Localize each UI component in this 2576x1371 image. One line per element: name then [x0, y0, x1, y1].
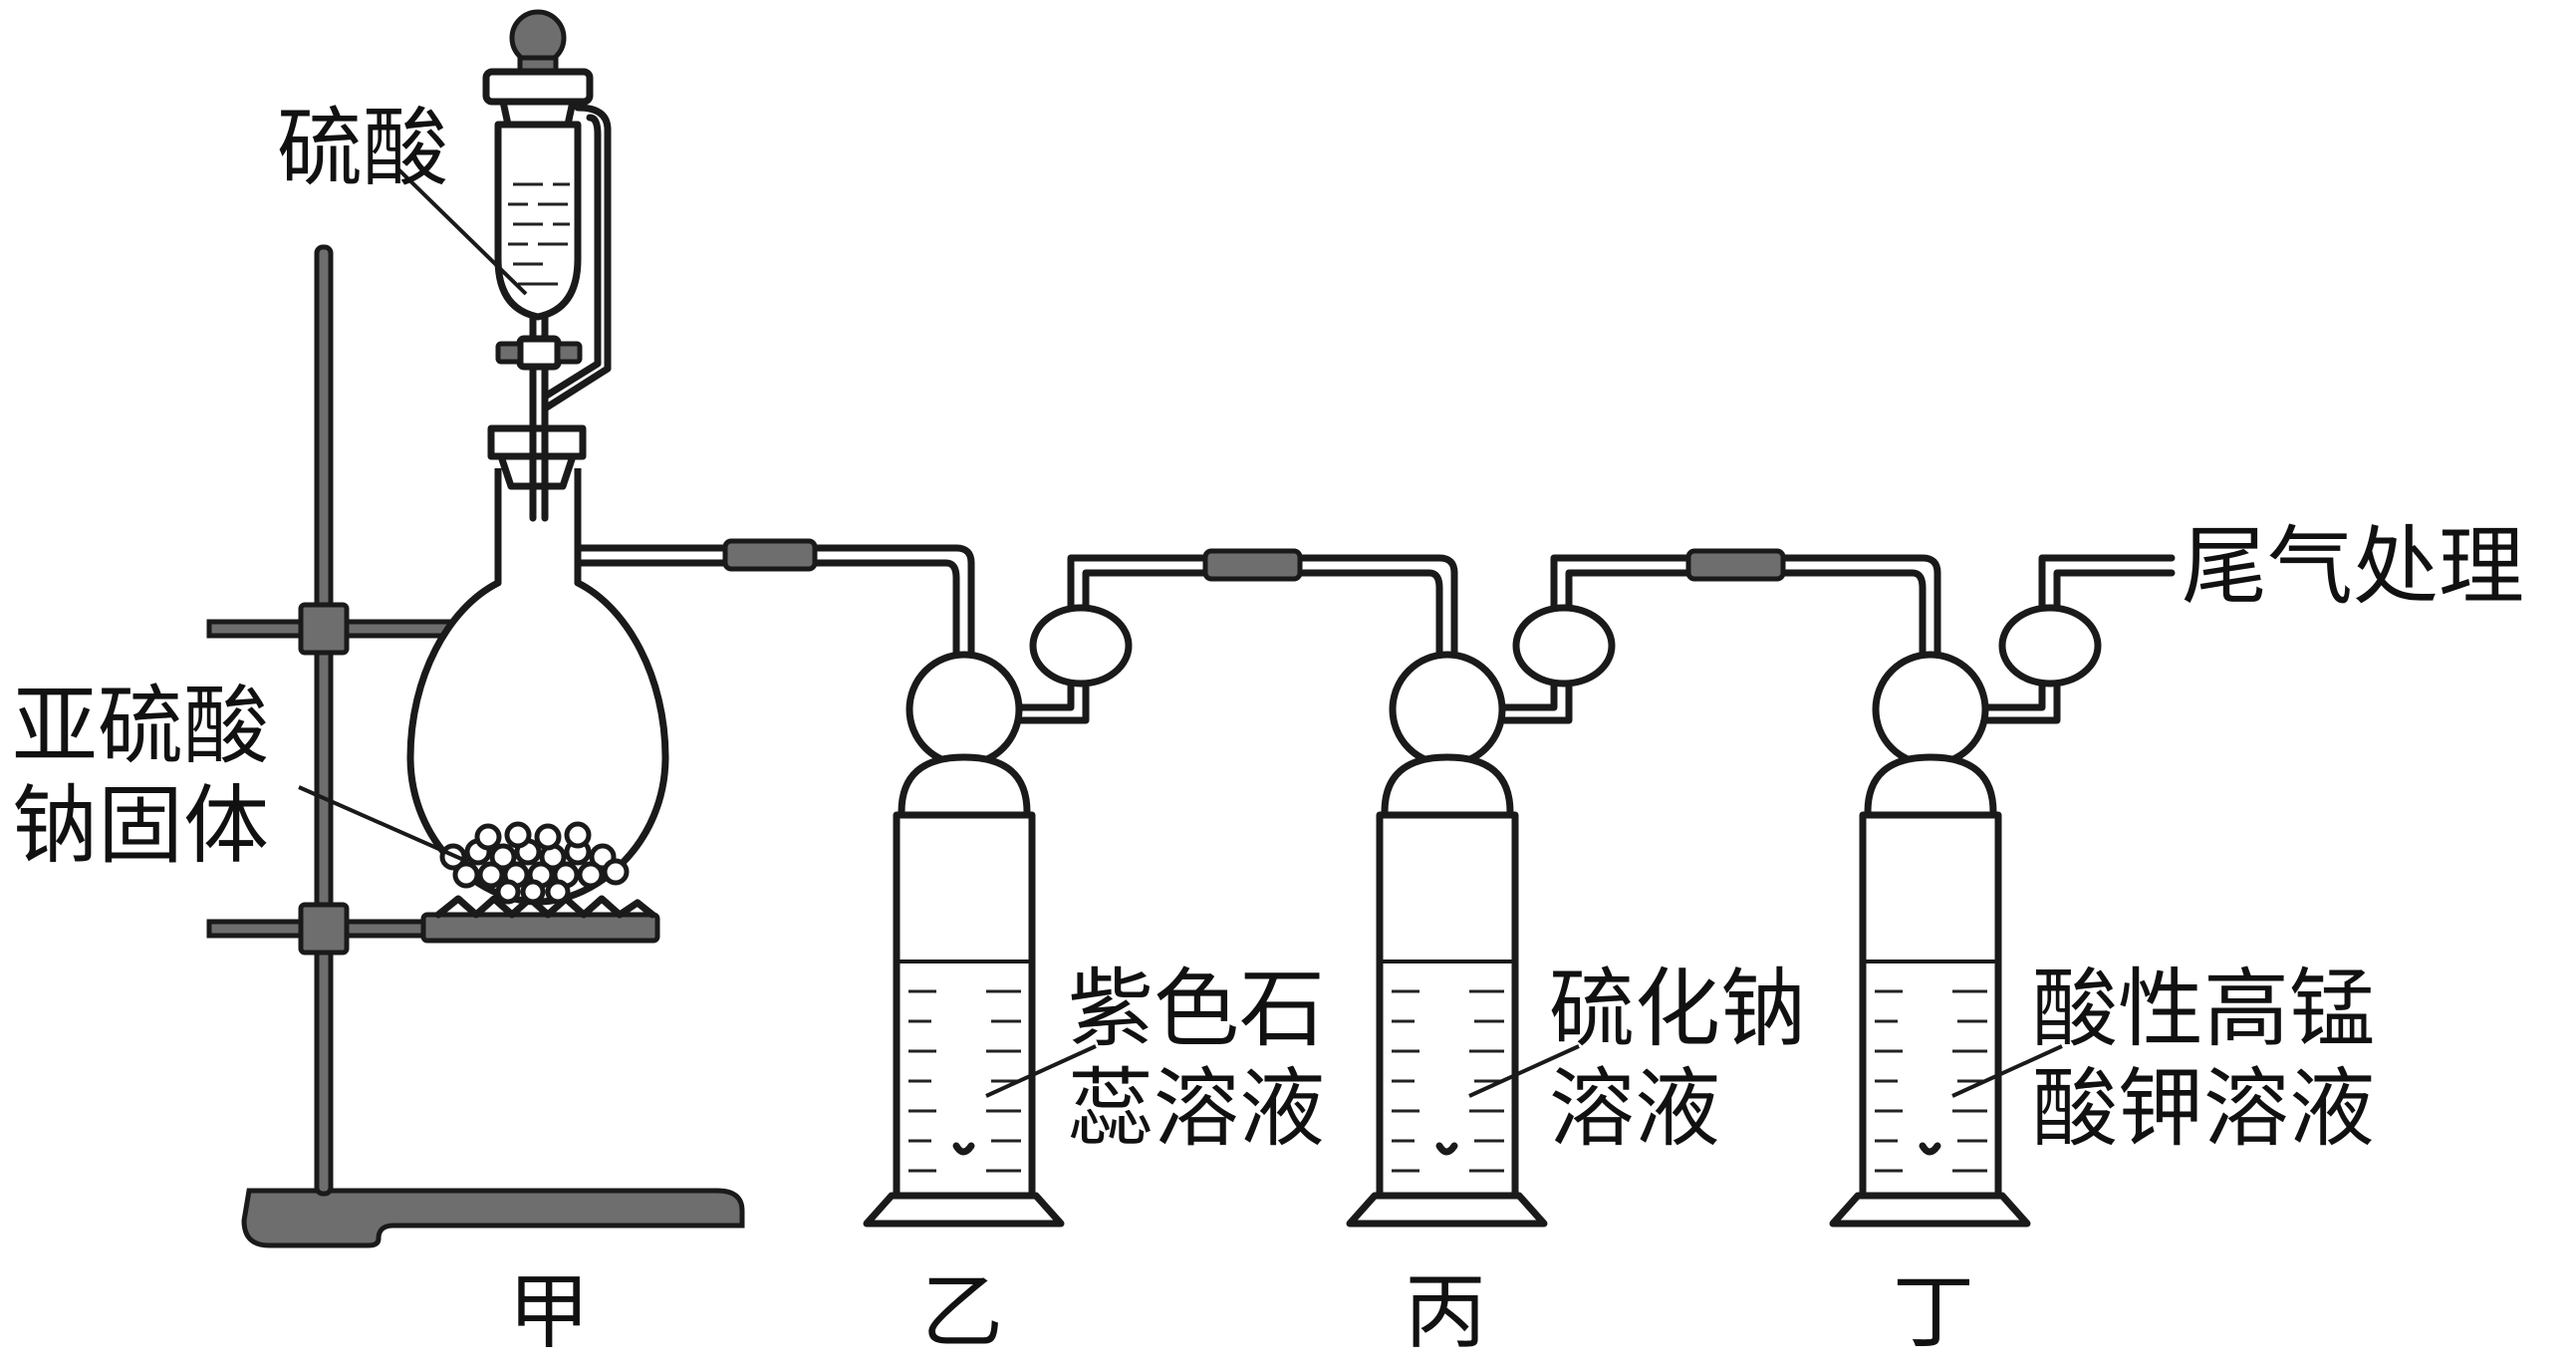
label-sodium-sulfide-2: 溶液 — [1549, 1059, 1720, 1159]
station-label-bing: 丙 — [1405, 1265, 1486, 1360]
label-sodium-sulfide-1: 硫化钠 — [1549, 960, 1806, 1059]
label-kmno4-1: 酸性高锰 — [2032, 960, 2375, 1059]
leader-lines — [298, 167, 2063, 1098]
sodium-sulfite-beads — [439, 821, 630, 905]
label-sulfuric-acid: 硫酸 — [277, 99, 448, 198]
label-litmus-1: 紫色石 — [1068, 960, 1325, 1059]
label-tail-gas: 尾气处理 — [2182, 517, 2524, 617]
station-label-jia: 甲 — [508, 1265, 590, 1360]
flask-stopper — [487, 424, 587, 490]
gas-bottle-bing — [1346, 651, 1548, 1228]
label-kmno4-2: 酸钾溶液 — [2032, 1059, 2375, 1159]
label-sodium-sulfite-1: 亚硫酸 — [12, 677, 269, 776]
separatory-funnel — [482, 9, 612, 522]
station-label-ding: 丁 — [1893, 1265, 1974, 1360]
label-sodium-sulfite-2: 钠固体 — [12, 776, 269, 876]
wire-gauze — [434, 895, 656, 919]
station-label-yi: 乙 — [921, 1265, 1003, 1360]
gas-bottle-yi — [863, 651, 1065, 1228]
gas-bottle-ding — [1829, 651, 2031, 1228]
label-litmus-2: 蕊溶液 — [1068, 1059, 1325, 1159]
gas-tubes — [722, 538, 2176, 1150]
bottle-liquid-dashes — [908, 989, 1987, 1173]
